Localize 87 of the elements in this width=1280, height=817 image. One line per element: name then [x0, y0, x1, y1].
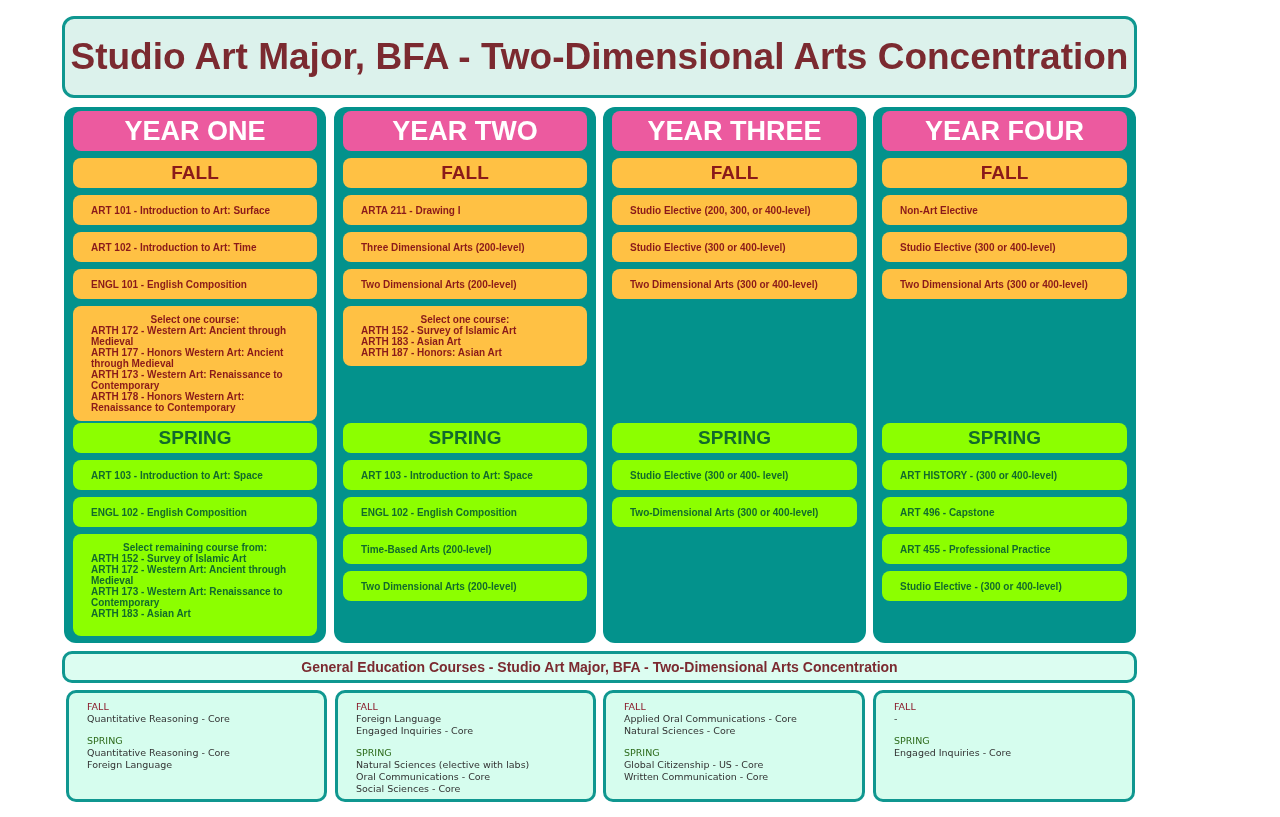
- season-heading: FALL: [87, 701, 110, 713]
- course-card: ART HISTORY - (300 or 400-level): [882, 460, 1127, 490]
- course-list-card: [603, 690, 865, 802]
- season-heading: FALL: [624, 701, 647, 713]
- course-card: Two Dimensional Arts (300 or 400-level): [612, 269, 857, 299]
- course-card: Non-Art Elective: [882, 195, 1127, 225]
- course-list-card: [66, 690, 327, 802]
- course-card: Studio Elective (300 or 400-level): [612, 232, 857, 262]
- course-option: ARTH 183 - Asian Art: [91, 608, 299, 619]
- season-band: SPRING: [343, 423, 587, 453]
- season-heading: SPRING: [356, 747, 393, 759]
- season-heading: FALL: [356, 701, 379, 713]
- options-heading: Select one course:: [419, 314, 511, 325]
- options-heading: Select one course:: [149, 314, 241, 325]
- course-line: Quantitative Reasoning - Core: [87, 747, 231, 759]
- course-option: ARTH 187 - Honors: Asian Art: [361, 347, 569, 358]
- course-line: -: [894, 713, 899, 725]
- course-card: ARTA 211 - Drawing I: [343, 195, 587, 225]
- course-card: ENGL 101 - English Composition: [73, 269, 317, 299]
- season-band: SPRING: [882, 423, 1127, 453]
- year-column: [64, 107, 326, 643]
- course-card: Time-Based Arts (200-level): [343, 534, 587, 564]
- course-option: ARTH 152 - Survey of Islamic Art: [91, 553, 299, 564]
- course-card: ENGL 102 - English Composition: [73, 497, 317, 527]
- course-card: Studio Elective - (300 or 400-level): [882, 571, 1127, 601]
- course-line: Social Sciences - Core: [356, 783, 462, 795]
- course-options-card: [343, 306, 587, 366]
- course-option: ARTH 172 - Western Art: Ancient through Medieval: [91, 325, 299, 347]
- year-heading: YEAR TWO: [343, 111, 587, 151]
- course-line: Global Citizenship - US - Core: [624, 759, 765, 771]
- course-line: Natural Sciences - Core: [624, 725, 737, 737]
- course-list-card: [335, 690, 596, 802]
- section-title: General Education Courses - Studio Art Major, BFA - Two-Dimensional Arts Concentration: [301, 659, 898, 675]
- course-card: ART 103 - Introduction to Art: Space: [73, 460, 317, 490]
- course-options-card: [73, 534, 317, 636]
- course-options-card: [73, 306, 317, 421]
- season-heading: SPRING: [87, 735, 124, 747]
- title-text: Studio Art Major, BFA - Two-Dimensional Arts Concentration: [70, 36, 1129, 78]
- course-option: ARTH 178 - Honors Western Art: Renaissance to Contemporary: [91, 391, 299, 413]
- course-line: Engaged Inquiries - Core: [356, 725, 475, 737]
- course-list-card: [873, 690, 1135, 802]
- year-column: [603, 107, 866, 643]
- course-option: ARTH 172 - Western Art: Ancient through Medieval: [91, 564, 299, 586]
- course-line: Applied Oral Communications - Core: [624, 713, 798, 725]
- season-heading: FALL: [894, 701, 917, 713]
- season-band: FALL: [612, 158, 857, 188]
- course-card: Studio Elective (200, 300, or 400-level): [612, 195, 857, 225]
- course-card: Three Dimensional Arts (200-level): [343, 232, 587, 262]
- course-card: Studio Elective (300 or 400- level): [612, 460, 857, 490]
- course-line: Engaged Inquiries - Core: [894, 747, 1013, 759]
- course-card: Two Dimensional Arts (200-level): [343, 571, 587, 601]
- course-card: ENGL 102 - English Composition: [343, 497, 587, 527]
- course-line: Foreign Language: [356, 713, 443, 725]
- course-option: ARTH 152 - Survey of Islamic Art: [361, 325, 569, 336]
- year-heading: YEAR ONE: [73, 111, 317, 151]
- title-banner: [62, 16, 1137, 98]
- season-heading: SPRING: [624, 747, 661, 759]
- course-card: ART 103 - Introduction to Art: Space: [343, 460, 587, 490]
- year-column: [873, 107, 1136, 643]
- course-option: ARTH 183 - Asian Art: [361, 336, 569, 347]
- season-band: SPRING: [612, 423, 857, 453]
- season-band: FALL: [343, 158, 587, 188]
- course-card: Two-Dimensional Arts (300 or 400-level): [612, 497, 857, 527]
- course-option: ARTH 177 - Honors Western Art: Ancient through Medieval: [91, 347, 299, 369]
- season-band: SPRING: [73, 423, 317, 453]
- course-line: Oral Communications - Core: [356, 771, 492, 783]
- course-card: ART 455 - Professional Practice: [882, 534, 1127, 564]
- year-heading: YEAR THREE: [612, 111, 857, 151]
- course-option: ARTH 173 - Western Art: Renaissance to Contemporary: [91, 369, 299, 391]
- course-line: Written Communication - Core: [624, 771, 770, 783]
- year-heading: YEAR FOUR: [882, 111, 1127, 151]
- options-heading: Select remaining course from:: [123, 542, 268, 553]
- course-line: Quantitative Reasoning - Core: [87, 713, 231, 725]
- season-band: FALL: [73, 158, 317, 188]
- course-line: Foreign Language: [87, 759, 174, 771]
- course-card: Two Dimensional Arts (300 or 400-level): [882, 269, 1127, 299]
- course-card: ART 102 - Introduction to Art: Time: [73, 232, 317, 262]
- year-column: [334, 107, 596, 643]
- course-card: ART 101 - Introduction to Art: Surface: [73, 195, 317, 225]
- course-option: ARTH 173 - Western Art: Renaissance to Contemporary: [91, 586, 299, 608]
- season-heading: SPRING: [894, 735, 931, 747]
- course-card: ART 496 - Capstone: [882, 497, 1127, 527]
- course-card: Two Dimensional Arts (200-level): [343, 269, 587, 299]
- course-line: Natural Sciences (elective with labs): [356, 759, 531, 771]
- course-card: Studio Elective (300 or 400-level): [882, 232, 1127, 262]
- section-banner: [62, 651, 1137, 683]
- season-band: FALL: [882, 158, 1127, 188]
